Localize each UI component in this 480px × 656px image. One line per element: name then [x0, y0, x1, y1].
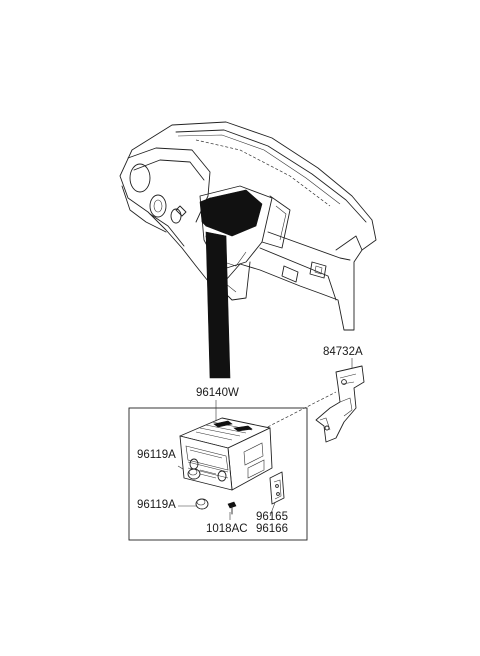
- label-84732a: 84732A: [323, 346, 363, 358]
- mounting-bracket: [315, 365, 365, 443]
- detail-frame: [128, 407, 308, 541]
- leader-wedge: [205, 231, 231, 379]
- knob-lower: [195, 498, 209, 510]
- label-96166: 96166: [256, 523, 288, 535]
- label-96119a-lower: 96119A: [137, 499, 176, 511]
- label-1018ac: 1018AC: [206, 523, 248, 535]
- label-96165: 96165: [256, 511, 288, 523]
- label-96140w: 96140W: [196, 387, 239, 399]
- side-bracket: [269, 471, 285, 505]
- audio-head-unit: [179, 417, 273, 491]
- dashboard-illustration: [119, 121, 377, 331]
- screw: [227, 501, 237, 515]
- knob-upper: [187, 468, 201, 480]
- label-96119a-upper: 96119A: [137, 449, 176, 461]
